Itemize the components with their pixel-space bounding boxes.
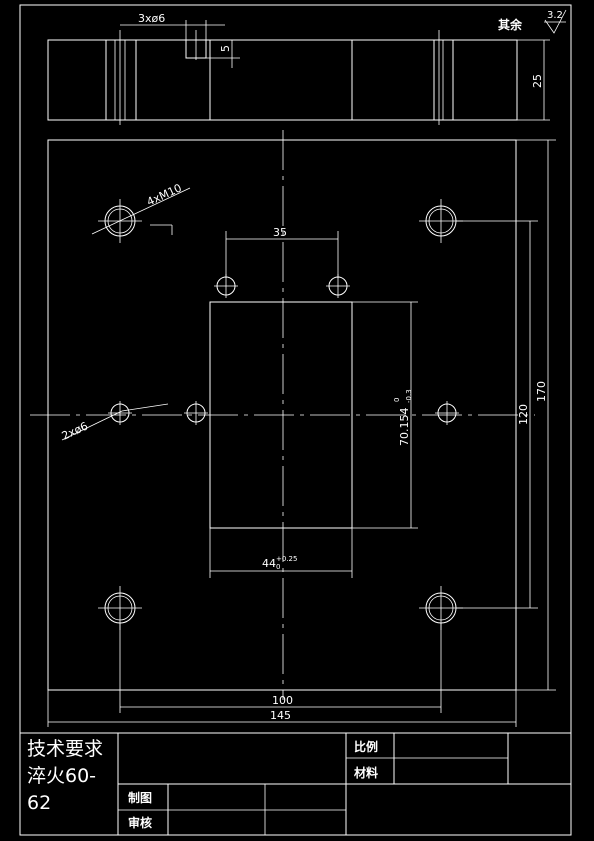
notes-line-2: 淬火60-: [27, 765, 96, 787]
dim-pocket-height: 70.154 0 -0.3: [352, 301, 418, 529]
material-label: 材料: [353, 765, 378, 780]
dim-pocket-height-tol-upper: 0: [393, 398, 401, 402]
dim-pocket-width-tol-lower: 0: [276, 563, 280, 571]
dim-pocket-width-tol-upper: +0.25: [276, 555, 297, 563]
dim-pocket-height-label: 70.154: [398, 408, 411, 447]
dim-holes-top-label: 3xø6: [138, 12, 165, 25]
pocket-outline: [209, 301, 353, 529]
dim-height-outer: 170: [516, 139, 556, 691]
dim-width-inner-label: 100: [272, 694, 293, 707]
dim-height-inner-label: 120: [517, 404, 530, 425]
roughness-value: 3.2: [547, 10, 563, 21]
checked-label: 审核: [128, 815, 152, 830]
pin-hole-left: [108, 401, 132, 425]
plan-view: [30, 130, 535, 700]
title-block: 技术要求 淬火60- 62 比例 材料 制图 审核: [20, 732, 571, 835]
surface-finish: 其余 3.2: [498, 9, 567, 34]
roughness-symbol: [544, 9, 567, 34]
scale-label: 比例: [354, 739, 378, 754]
pin-hole-right: [435, 401, 459, 425]
dim-thread-label: 4xM10: [145, 181, 184, 208]
dim-thickness: 25: [517, 39, 550, 121]
dim-width-outer-label: 145: [270, 709, 291, 722]
dim-width-inner: 100: [119, 623, 442, 713]
others-label: 其余: [498, 17, 523, 32]
dim-width-outer: 145: [47, 690, 517, 727]
dim-height-outer-label: 170: [535, 381, 548, 402]
dim-pin-holes: 2xø6: [60, 403, 169, 443]
dim-depth-label: 5: [219, 45, 232, 52]
dim-depth: 5: [206, 40, 240, 68]
pin-hole-mid-left: [184, 401, 208, 425]
dim-pocket-height-tol-lower: -0.3: [405, 389, 413, 403]
drawing-border: [19, 4, 572, 836]
dim-pocket-width: 44 +0.25 0: [209, 528, 353, 578]
section-view: [47, 30, 518, 125]
dim-hole-spacing: 35: [225, 226, 339, 278]
dim-height-inner: 120: [456, 220, 538, 609]
notes-line-3: 62: [27, 792, 51, 814]
dim-thread: 4xM10: [91, 181, 191, 235]
dim-holes-top: 3xø6: [120, 12, 225, 40]
notes-line-1: 技术要求: [27, 738, 103, 760]
dim-hole-spacing-label: 35: [273, 226, 287, 239]
dim-pocket-width-label: 44: [262, 557, 276, 570]
drawn-label: 制图: [128, 790, 152, 805]
dim-pin-holes-label: 2xø6: [60, 419, 90, 442]
dim-thickness-label: 25: [531, 74, 544, 88]
